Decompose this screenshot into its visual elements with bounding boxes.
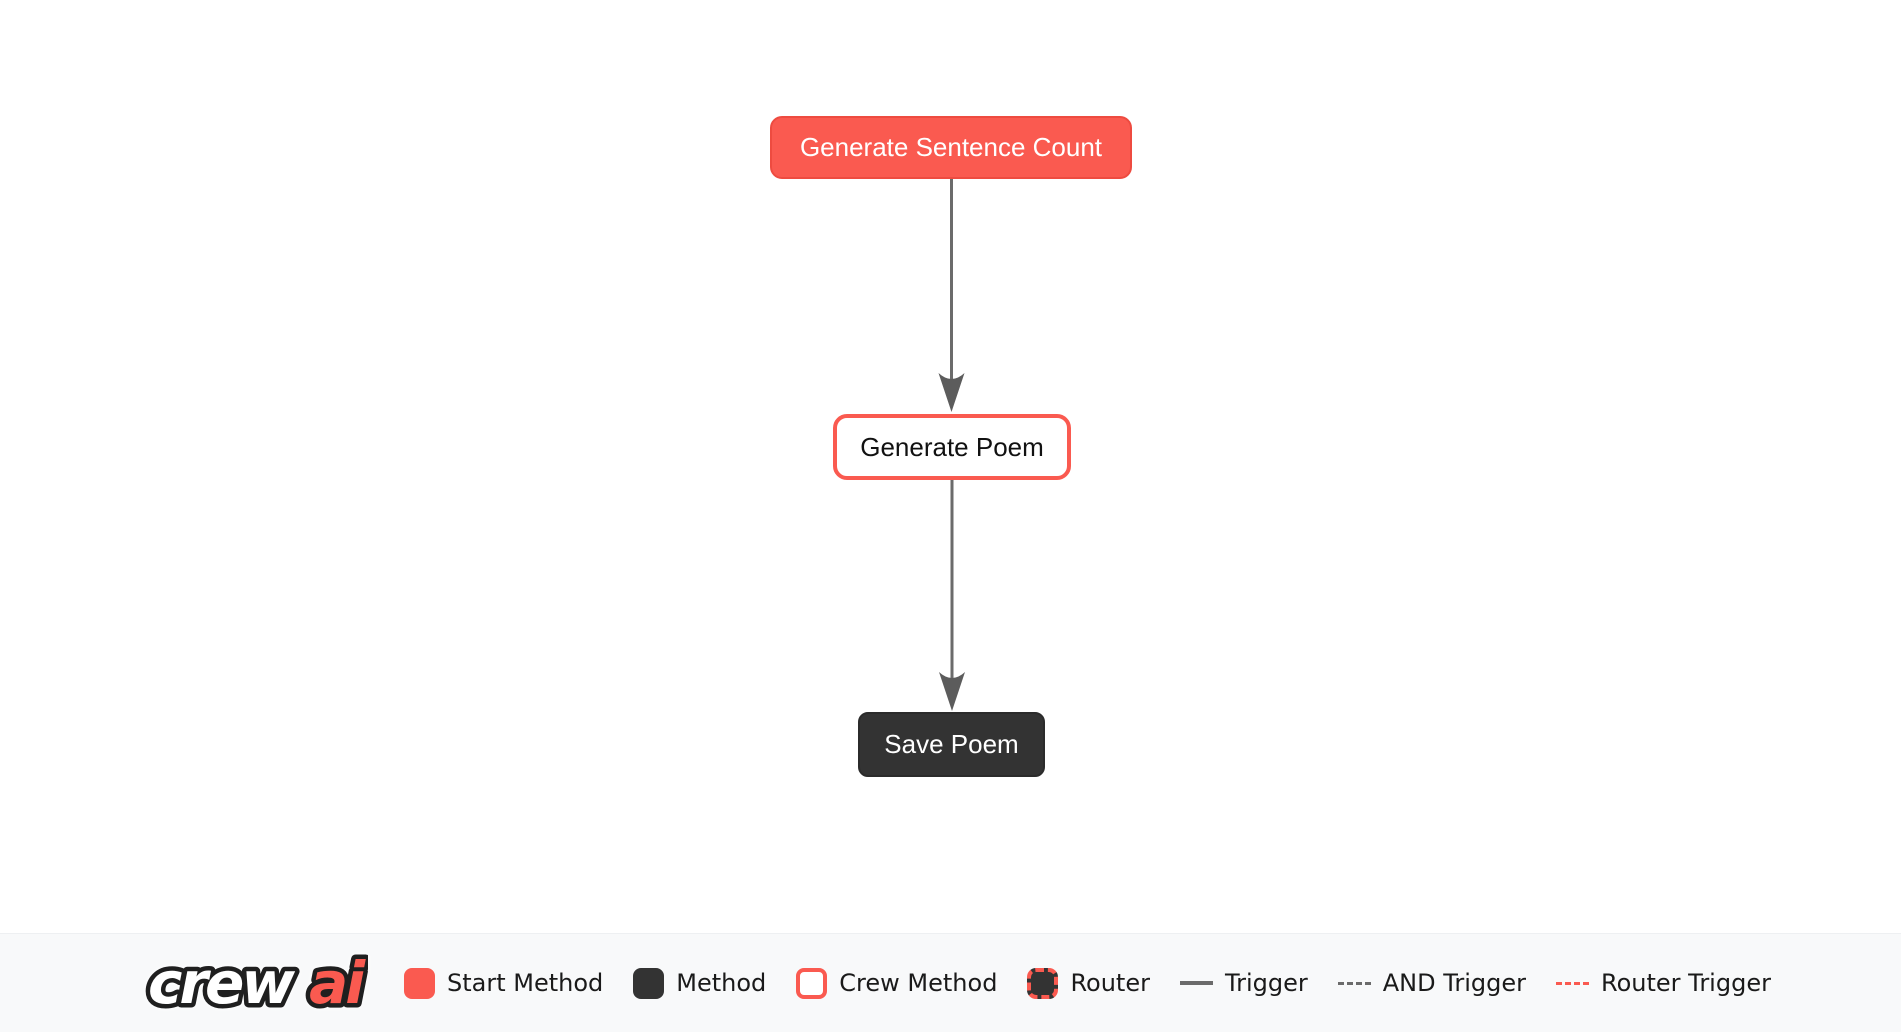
- method-swatch-icon: [633, 967, 665, 999]
- node-generate-poem[interactable]: Generate Poem: [833, 414, 1071, 480]
- legend-item-start-method: Start Method: [404, 967, 604, 999]
- legend-label: Router Trigger: [1601, 969, 1771, 997]
- legend-item-router-trigger: Router Trigger: [1556, 969, 1771, 997]
- node-save-poem[interactable]: Save Poem: [858, 712, 1045, 777]
- and-trigger-line-icon: [1337, 981, 1371, 985]
- edge-trigger-2: [939, 480, 965, 711]
- legend-label: Trigger: [1224, 969, 1308, 997]
- router-swatch-icon: [1027, 967, 1059, 999]
- crewai-logo: crew ai: [144, 945, 369, 1022]
- legend-item-trigger: Trigger: [1179, 969, 1308, 997]
- edge-trigger-1: [938, 179, 965, 412]
- svg-text:crew ai: crew ai: [148, 949, 366, 1017]
- router-trigger-line-icon: [1556, 981, 1590, 985]
- legend-label: AND Trigger: [1382, 969, 1527, 997]
- legend-bar: crew ai Start Method Method Crew Method …: [0, 933, 1901, 1032]
- node-label: Generate Sentence Count: [799, 132, 1103, 162]
- legend-label: Router: [1070, 969, 1150, 997]
- trigger-line-icon: [1179, 981, 1213, 985]
- flow-canvas: Generate Sentence Count Generate Poem Sa…: [770, 116, 1132, 777]
- legend-item-crew-method: Crew Method: [796, 967, 998, 999]
- node-label: Generate Poem: [860, 431, 1044, 462]
- legend-label: Method: [676, 969, 767, 997]
- arrowhead-icon: [939, 672, 965, 711]
- legend-label: Start Method: [447, 969, 604, 997]
- crew-method-swatch-icon: [796, 967, 828, 999]
- arrowhead-icon: [938, 373, 965, 412]
- start-method-swatch-icon: [404, 967, 435, 999]
- logo-text-crew: crew: [148, 949, 295, 1017]
- legend-label: Crew Method: [839, 969, 998, 997]
- legend-item-router: Router: [1027, 967, 1150, 999]
- logo-text-ai: ai: [309, 949, 366, 1017]
- node-generate-sentence-count[interactable]: Generate Sentence Count: [770, 116, 1132, 179]
- legend-item-method: Method: [633, 967, 767, 999]
- legend-item-and-trigger: AND Trigger: [1337, 969, 1527, 997]
- node-label: Save Poem: [884, 729, 1019, 759]
